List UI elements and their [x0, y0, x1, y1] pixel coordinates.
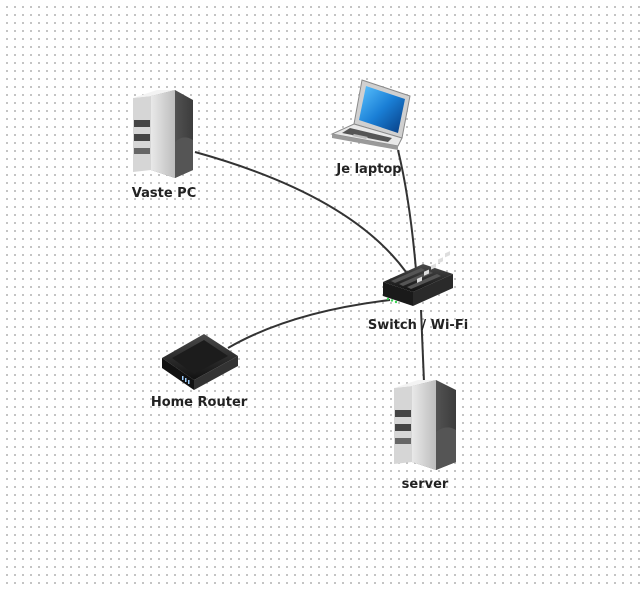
- network-switch-icon: [383, 251, 453, 306]
- edge-home-router-switch[interactable]: [227, 299, 391, 349]
- router-icon: [162, 334, 238, 390]
- desktop-tower-icon: [133, 90, 193, 178]
- edge-je-laptop-switch[interactable]: [397, 149, 417, 271]
- node-vaste-pc[interactable]: [128, 86, 198, 182]
- node-server[interactable]: [390, 378, 458, 474]
- connection-lines: [194, 149, 425, 383]
- edge-vaste-pc-switch[interactable]: [194, 151, 407, 273]
- laptop-icon: [330, 79, 411, 150]
- edge-server-switch[interactable]: [420, 309, 425, 383]
- node-home-router[interactable]: [158, 330, 240, 392]
- node-je-laptop[interactable]: [326, 76, 412, 154]
- node-switch[interactable]: [380, 258, 456, 308]
- server-tower-icon: [394, 380, 456, 470]
